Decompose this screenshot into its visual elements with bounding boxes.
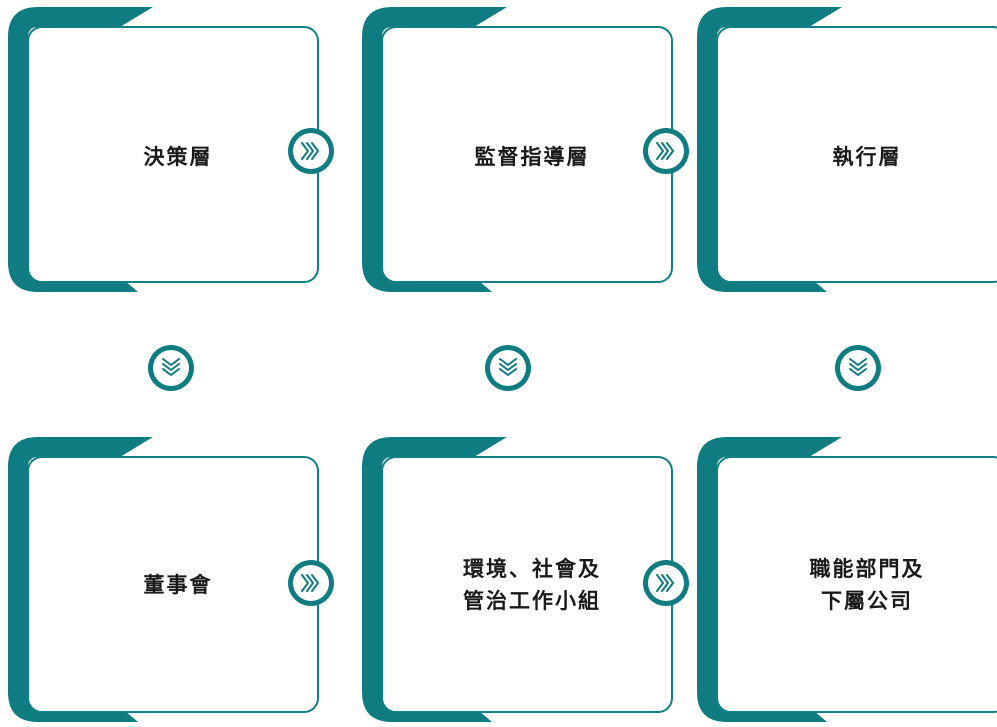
double-chevron-down-icon [483, 343, 533, 393]
card-label-line2: 下屬公司 [821, 589, 913, 613]
card-label: 決策層 [143, 145, 213, 169]
double-chevron-right-icon [641, 126, 691, 176]
card-label-line1: 環境、社會及 [463, 557, 601, 581]
double-chevron-right-icon [286, 126, 336, 176]
card-label-line1: 職能部門及 [809, 557, 925, 581]
card-label: 執行層 [832, 145, 902, 169]
card-board: 董事會 [7, 436, 348, 727]
double-chevron-right-icon [286, 558, 336, 608]
card-departments-subsidiaries: 職能部門及 下屬公司 [696, 436, 997, 727]
card-decision-level: 決策層 [7, 6, 348, 297]
card-label: 監督指導層 [474, 145, 590, 169]
card-execution-level: 執行層 [696, 6, 997, 297]
double-chevron-down-icon [146, 343, 196, 393]
card-label: 董事會 [143, 573, 213, 597]
card-esg-working-group: 環境、社會及 管治工作小組 [361, 436, 702, 727]
double-chevron-right-icon [641, 558, 691, 608]
card-label-line2: 管治工作小組 [463, 589, 601, 613]
card-supervision-level: 監督指導層 [361, 6, 702, 297]
double-chevron-down-icon [833, 343, 883, 393]
